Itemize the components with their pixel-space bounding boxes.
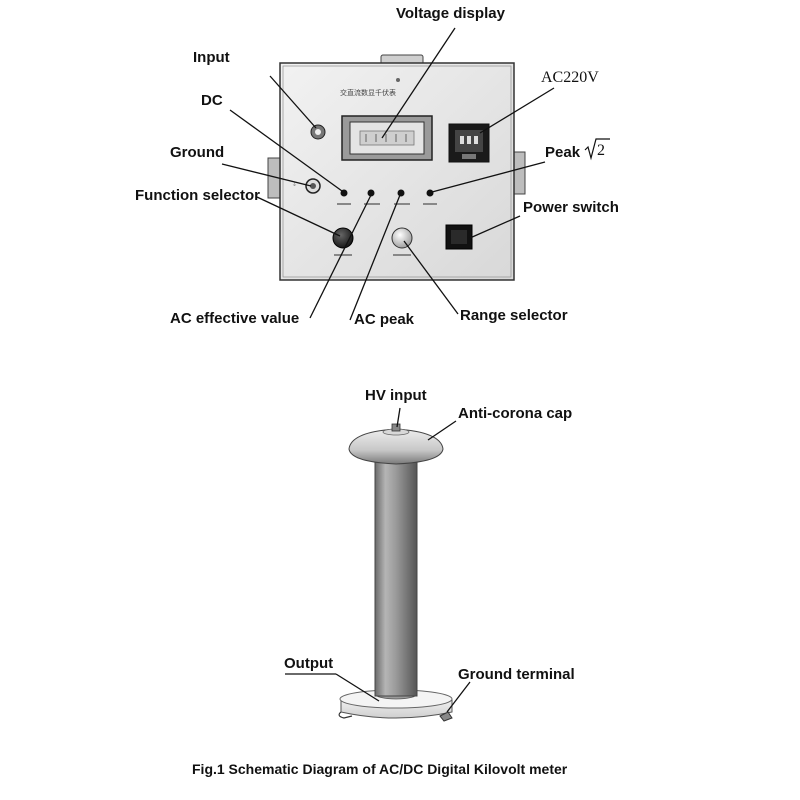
power-switch[interactable] <box>445 224 473 250</box>
input-connector[interactable] <box>310 124 326 140</box>
label-ac-peak: AC peak <box>354 311 415 328</box>
range-selector-knob[interactable] <box>391 227 413 256</box>
leader-input <box>269 75 317 129</box>
label-peak-radicand: 2 <box>597 142 605 159</box>
meter-unit: 交直流数显千伏表 <box>267 54 526 281</box>
dc-indicator-lamp <box>340 189 348 197</box>
label-ac-effective-value: AC effective value <box>170 310 299 327</box>
function-selector-knob[interactable] <box>332 227 354 256</box>
label-dc: DC <box>201 92 223 109</box>
voltage-display <box>341 115 433 161</box>
insulating-column <box>374 459 418 697</box>
panel-logo-icon <box>396 78 400 82</box>
meter-leader-lines <box>221 27 555 321</box>
leader-anti-corona-cap <box>427 420 457 441</box>
label-peak-root2: Peak 2 <box>545 138 610 161</box>
leader-ac220v <box>479 87 555 134</box>
label-output: Output <box>284 655 333 672</box>
lamp-caption-mark <box>394 203 410 205</box>
ac-effective-indicator-lamp <box>367 189 375 197</box>
leader-function-selector <box>256 196 341 237</box>
divider-leader-lines <box>285 407 471 713</box>
leader-range-selector <box>403 240 459 315</box>
leader-hv-input <box>396 407 401 428</box>
ac220v-socket[interactable] <box>448 123 490 163</box>
leader-output <box>335 673 380 702</box>
leader-ac-effective-value <box>309 194 372 319</box>
sqrt-sign-icon <box>584 138 610 161</box>
leader-dc <box>229 109 343 192</box>
leader-peak <box>431 161 546 193</box>
hv-input-terminal[interactable] <box>391 423 401 432</box>
leader-power-switch <box>469 215 521 239</box>
leader-voltage-display <box>381 27 456 139</box>
label-range-selector: Range selector <box>460 307 568 324</box>
lamp-caption-mark <box>423 203 437 205</box>
lamp-caption-mark <box>364 203 380 205</box>
panel-title: 交直流数显千伏表 <box>340 88 396 97</box>
label-anti-corona-cap: Anti-corona cap <box>458 405 572 422</box>
label-ac220v: AC220V <box>541 69 599 86</box>
ground-terminal-panel[interactable]: ⏚ <box>292 178 321 194</box>
leader-ac-peak <box>349 194 401 321</box>
leader-ground-terminal <box>446 681 471 713</box>
label-voltage-display: Voltage display <box>396 5 506 22</box>
ac-peak-indicator-lamp <box>397 189 405 197</box>
lamp-caption-mark <box>337 203 351 205</box>
side-bracket-right <box>512 151 526 195</box>
output-cable[interactable] <box>338 711 353 719</box>
ground-terminal-clip[interactable] <box>439 711 453 722</box>
figure-caption: Fig.1 Schematic Diagram of AC/DC Digital… <box>192 761 568 777</box>
peak-root2-indicator-lamp <box>426 189 434 197</box>
anti-corona-cap <box>348 428 444 465</box>
label-input: Input <box>193 49 230 66</box>
leader-ground <box>221 163 312 187</box>
label-function-selector: Function selector <box>135 187 260 204</box>
hv-divider <box>338 423 453 722</box>
label-ground: Ground <box>170 144 224 161</box>
label-power-switch: Power switch <box>523 199 619 216</box>
label-peak: Peak <box>545 144 581 161</box>
label-hv-input: HV input <box>365 387 427 404</box>
label-ground-terminal: Ground terminal <box>458 666 575 683</box>
ground-symbol-icon: ⏚ <box>292 181 297 188</box>
